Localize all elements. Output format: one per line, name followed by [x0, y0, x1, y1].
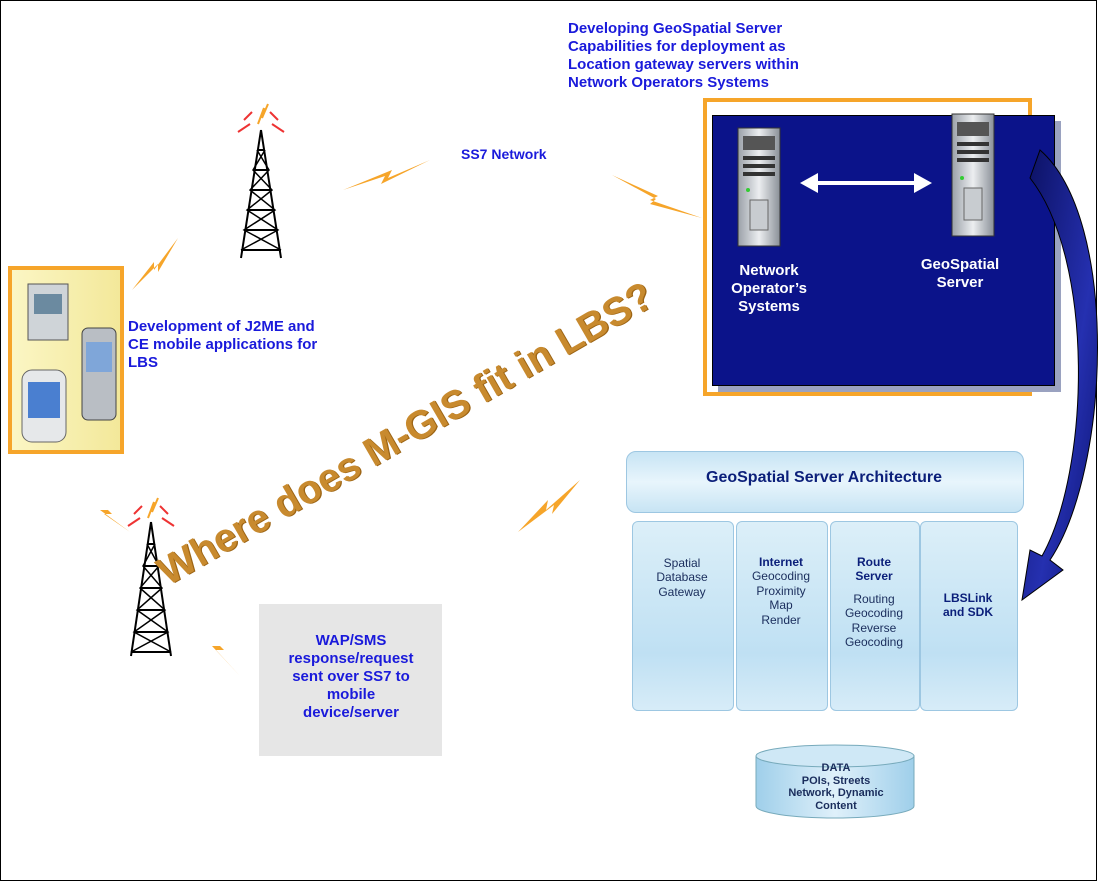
- text-heading: Route: [857, 555, 891, 569]
- caption-line: mobile: [326, 686, 376, 703]
- caption-line: LBS: [128, 354, 158, 371]
- mobile-devices-panel: [8, 266, 124, 454]
- caption-line: DATA: [821, 762, 851, 774]
- lightning-bolt-icon: [612, 175, 702, 218]
- cell-tower-icon: [237, 103, 285, 259]
- text-line: Proximity: [756, 583, 806, 598]
- top-caption-line: Location gateway servers within: [568, 56, 799, 73]
- text-line: Geocoding: [844, 634, 904, 649]
- text-line: Reverse: [851, 620, 897, 635]
- top-caption-line: Developing GeoSpatial Server: [568, 20, 783, 37]
- server-icon: [951, 113, 995, 237]
- caption-line: Content: [815, 799, 857, 812]
- architecture-column: [632, 521, 734, 711]
- geospatial-architecture: GeoSpatial Server Architecture Spatial D…: [626, 451, 1024, 719]
- lbslink-sdk-text: LBSLink and SDK: [920, 591, 1016, 620]
- caption-line: WAP/SMS: [315, 632, 387, 649]
- j2me-caption: Development of J2ME and CE mobile applic…: [128, 318, 378, 372]
- text-line: Gateway: [658, 584, 706, 599]
- caption-line: POIs, Streets: [801, 774, 871, 787]
- caption-line: CE mobile applications for: [128, 336, 318, 353]
- text-line: Geocoding: [844, 606, 904, 621]
- architecture-column: [830, 521, 920, 711]
- route-server-text: Route Server Routing Geocoding Reverse G…: [830, 555, 918, 649]
- geospatial-server-label: GeoSpatial Server: [905, 256, 1015, 292]
- caption-line: response/request: [288, 650, 414, 667]
- lightning-bolt-icon: [198, 624, 240, 676]
- architecture-title: GeoSpatial Server Architecture: [706, 469, 942, 486]
- text-line: Render: [761, 612, 801, 627]
- caption-line: device/server: [303, 704, 399, 721]
- network-operator-label: Network Operator’s Systems: [714, 262, 824, 316]
- lightning-bolt-icon: [86, 488, 130, 532]
- spatial-gateway-text: Spatial Database Gateway: [634, 556, 730, 599]
- lightning-bolt-icon: [518, 480, 580, 532]
- wap-sms-box: [259, 604, 442, 756]
- mobile-phones-image: [21, 283, 117, 443]
- text-line: Geocoding: [751, 569, 811, 584]
- label-line: Systems: [738, 298, 800, 315]
- text-line: and SDK: [942, 605, 993, 620]
- data-caption: DATA POIs, Streets Network, Dynamic Cont…: [758, 762, 914, 813]
- ss7-network-label: SS7 Network: [461, 146, 547, 162]
- curved-flow-arrow: [1021, 149, 1098, 602]
- architecture-column: [920, 521, 1018, 711]
- top-caption: Developing GeoSpatial Server Capabilitie…: [568, 20, 898, 92]
- wap-sms-caption: WAP/SMS response/request sent over SS7 t…: [262, 632, 440, 722]
- text-heading: Server: [855, 569, 893, 584]
- text-heading: Internet: [758, 555, 803, 569]
- lightning-bolt-icon: [343, 160, 430, 190]
- text-line: LBSLink: [943, 591, 993, 605]
- top-caption-line: Network Operators Systems: [568, 74, 769, 91]
- text-line: Database: [656, 570, 708, 585]
- architecture-column: [736, 521, 828, 711]
- database-cylinder-icon: [755, 744, 915, 819]
- internet-services-text: Internet Geocoding Proximity Map Render: [736, 555, 826, 627]
- caption-line: Development of J2ME and: [128, 318, 315, 335]
- text-line: Map: [769, 598, 793, 613]
- label-line: Server: [936, 274, 984, 291]
- label-line: GeoSpatial: [920, 256, 1000, 273]
- caption-line: Network, Dynamic: [788, 787, 884, 800]
- text-line: Spatial: [663, 556, 701, 570]
- text-line: Routing: [853, 591, 895, 606]
- label-line: Network: [739, 262, 799, 279]
- lightning-bolt-icon: [132, 238, 178, 290]
- architecture-header-bar: [626, 451, 1024, 513]
- double-arrow-icon: [800, 173, 932, 193]
- cell-tower-icon: [127, 497, 175, 657]
- caption-line: sent over SS7 to: [292, 668, 410, 685]
- top-caption-line: Capabilities for deployment as: [568, 38, 786, 55]
- label-line: Operator’s: [731, 280, 807, 297]
- server-icon: [737, 127, 781, 247]
